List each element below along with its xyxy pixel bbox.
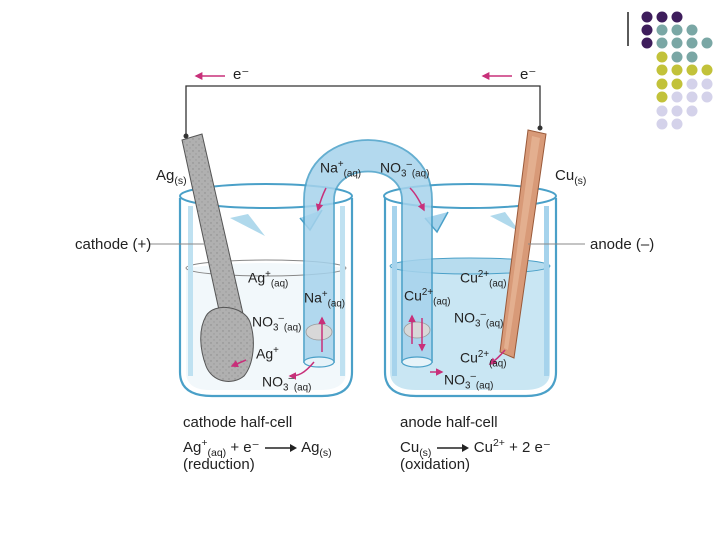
right-cu-ion-lower: Cu2+(aq): [460, 349, 507, 370]
right-no3-ion: NO3–(aq): [454, 309, 504, 330]
right-cu-ion-top: Cu2+(aq): [460, 269, 507, 290]
bridge-no3-ion: NO3–(aq): [380, 159, 430, 180]
left-tube-na-ion: Na+(aq): [304, 289, 346, 310]
copper-electrode: [499, 129, 547, 359]
cathode-label: cathode (+): [75, 236, 152, 253]
anode-label: anode (–): [590, 236, 655, 253]
ion-flow-arrows: [230, 187, 506, 380]
left-no3-ion: NO3–(aq): [252, 313, 302, 334]
reaction-arrow-icon: [264, 444, 297, 453]
left-ag-ion-lower: Ag+: [256, 345, 279, 362]
left-ag-ion: Ag+(aq): [248, 269, 289, 290]
anode-caption-equation: Cu(s) Cu2+ + 2 e⁻: [400, 437, 551, 459]
decorative-dot-grid-icon: [627, 11, 713, 130]
left-no3-ion-lower: NO3–(aq): [262, 373, 312, 394]
silver-electrode-label: Ag(s): [156, 167, 187, 187]
right-tube-cu-ion: Cu2+(aq): [404, 287, 451, 308]
cathode-caption-type: (reduction): [183, 456, 255, 473]
copper-electrode-label: Cu(s): [555, 167, 587, 187]
right-no3-ion-lower: NO3–(aq): [444, 371, 494, 392]
cathode-caption-equation: Ag+(aq) + e⁻ Ag(s): [183, 437, 332, 459]
external-wire: [185, 85, 541, 136]
electron-label-left: e⁻: [233, 66, 250, 83]
reaction-arrow-icon: [436, 444, 469, 453]
anode-caption-title: anode half-cell: [400, 414, 498, 431]
salt-bridge: [303, 139, 433, 368]
cathode-caption-title: cathode half-cell: [183, 414, 293, 431]
anode-caption-type: (oxidation): [400, 456, 471, 473]
electron-label-right: e⁻: [520, 66, 537, 83]
bridge-na-ion: Na+(aq): [320, 159, 362, 180]
